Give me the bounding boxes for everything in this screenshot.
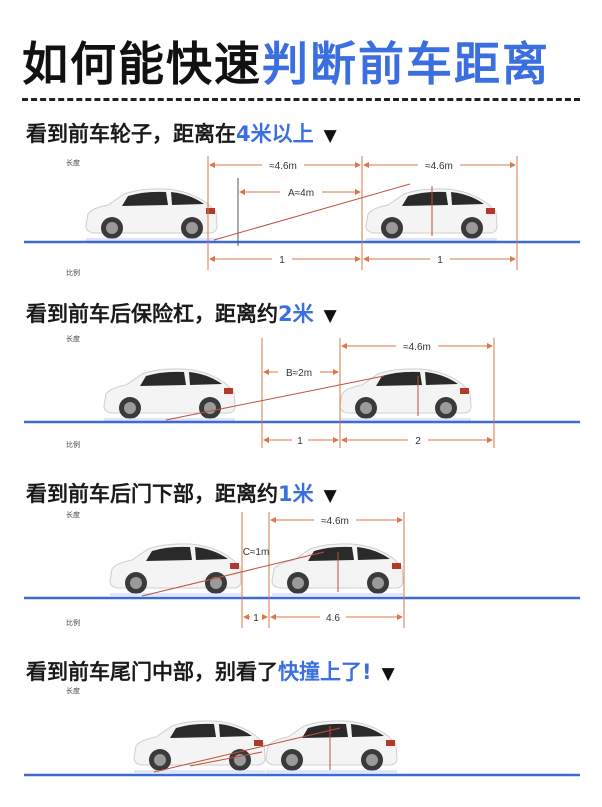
- length-label: 长度: [66, 511, 80, 519]
- diagram-wheels: ≈4.6m A≈4m ≈4.6m 1 1: [24, 156, 580, 270]
- page-title: 如何能快速判断前车距离: [22, 28, 550, 94]
- svg-text:1: 1: [253, 613, 259, 624]
- svg-text:A≈4m: A≈4m: [288, 188, 314, 199]
- ratio-label: 比例: [66, 269, 80, 277]
- triangle-down-icon: ▼: [323, 306, 337, 326]
- diagram-bumper: ≈4.6m B≈2m 1 2: [24, 338, 580, 448]
- ratio-label: 比例: [66, 441, 80, 449]
- svg-text:1: 1: [279, 255, 285, 266]
- title-highlight: 判断前车距离: [262, 37, 550, 91]
- svg-text:2: 2: [415, 436, 421, 447]
- svg-text:≈4.6m: ≈4.6m: [269, 161, 297, 172]
- section-title: 看到前车轮子，距离在4米以上▼: [26, 122, 337, 146]
- triangle-down-icon: ▼: [381, 664, 395, 684]
- length-label: 长度: [66, 335, 80, 343]
- length-label: 长度: [66, 687, 80, 695]
- svg-text:C≈1m: C≈1m: [243, 547, 270, 558]
- title-black: 如何能快速: [22, 37, 262, 91]
- section-title: 看到前车后保险杠，距离约2米▼: [26, 302, 337, 326]
- svg-text:4.6: 4.6: [326, 613, 340, 624]
- section-title: 看到前车尾门中部，别看了快撞上了!▼: [26, 660, 395, 684]
- triangle-down-icon: ▼: [323, 486, 337, 506]
- diagram-tailgate: [24, 720, 580, 777]
- diagram-rear-door: ≈4.6m C≈1m 1 4.6: [24, 512, 580, 628]
- svg-text:B≈2m: B≈2m: [286, 368, 312, 379]
- dashed-divider: [22, 98, 580, 101]
- svg-text:1: 1: [297, 436, 303, 447]
- section-title: 看到前车后门下部，距离约1米▼: [26, 482, 337, 506]
- svg-text:≈4.6m: ≈4.6m: [403, 342, 431, 353]
- svg-text:≈4.6m: ≈4.6m: [425, 161, 453, 172]
- triangle-down-icon: ▼: [323, 126, 337, 146]
- svg-text:≈4.6m: ≈4.6m: [321, 516, 349, 527]
- ratio-label: 比例: [66, 619, 80, 627]
- length-label: 长度: [66, 159, 80, 167]
- svg-text:1: 1: [437, 255, 443, 266]
